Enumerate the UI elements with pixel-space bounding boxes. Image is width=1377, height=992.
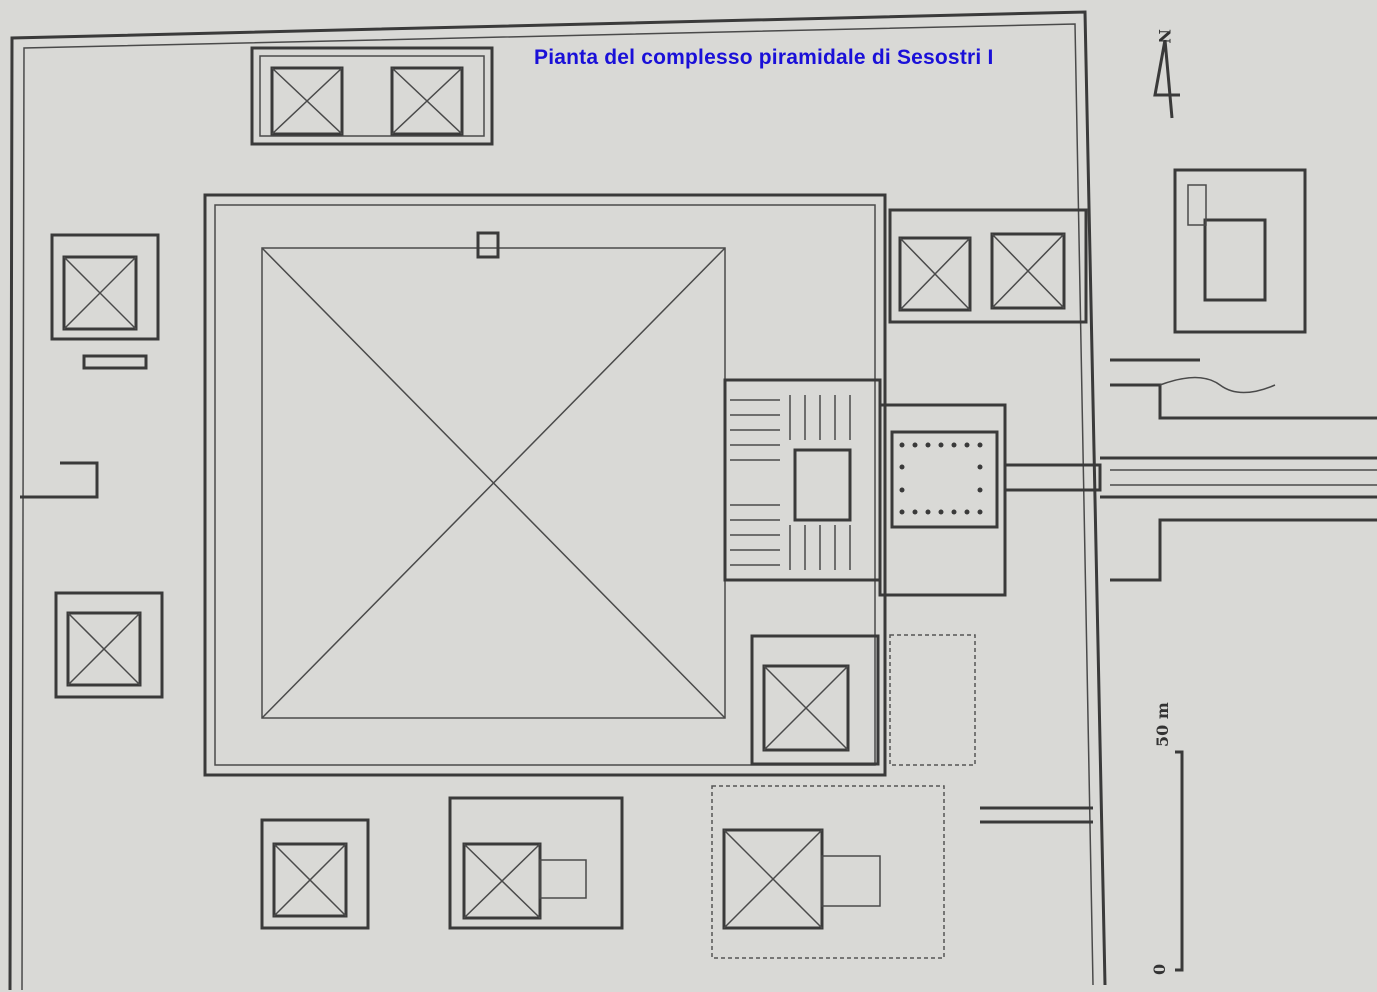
inner-enclosure-inner-line bbox=[214, 204, 876, 766]
queen-pyramid bbox=[50, 233, 160, 341]
queen-pyramid bbox=[750, 634, 880, 766]
main-pyramid bbox=[261, 231, 726, 719]
queen-pyramid bbox=[448, 796, 624, 930]
queen-pyramid bbox=[888, 208, 1088, 324]
outer-enclosure-inner-line bbox=[21, 23, 1094, 991]
queen-pyramid bbox=[250, 46, 494, 146]
scale-start-label: 0 bbox=[1150, 964, 1169, 975]
mortuary-temple bbox=[723, 378, 1102, 597]
wall-fragment bbox=[82, 354, 148, 370]
satellite-pyramids bbox=[50, 46, 1088, 959]
queen-pyramid bbox=[711, 785, 945, 959]
inner-enclosure-wall bbox=[203, 193, 887, 777]
outer-enclosure-wall bbox=[8, 10, 1107, 991]
plan-title: Pianta del complesso piramidale di Sesos… bbox=[534, 46, 994, 69]
scale-bar: 50 m 0 bbox=[1150, 702, 1184, 975]
enclosure-dashed bbox=[889, 634, 976, 766]
queen-pyramid bbox=[260, 818, 370, 930]
north-arrow: N bbox=[1153, 29, 1180, 119]
auxiliary-building bbox=[1173, 168, 1307, 334]
causeway bbox=[1100, 358, 1377, 582]
queen-pyramid bbox=[54, 591, 164, 699]
wall-fragment bbox=[980, 806, 1093, 824]
scale-end-label: 50 m bbox=[1153, 702, 1172, 747]
north-label: N bbox=[1155, 29, 1174, 44]
wall-fragment bbox=[20, 461, 99, 499]
